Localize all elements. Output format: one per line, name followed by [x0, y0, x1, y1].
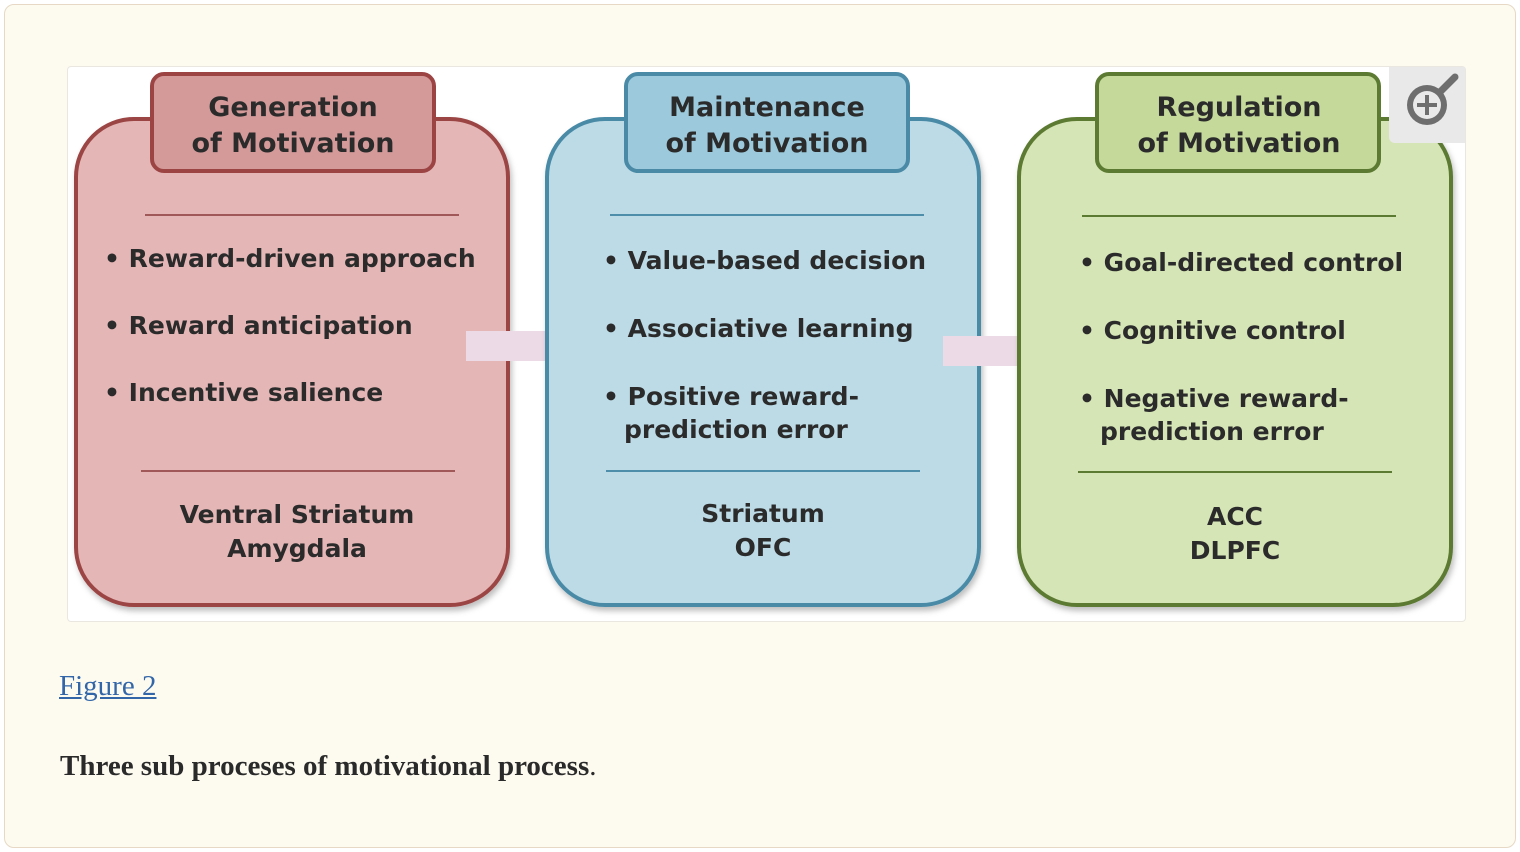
- list-item-continuation: prediction error: [624, 415, 848, 444]
- list-item: • Goal-directed control: [1079, 248, 1403, 277]
- region-label: Amygdala: [227, 534, 367, 563]
- arrow-right-icon: [466, 313, 588, 379]
- motivation-diagram: Generation of Motivation • Reward-driven…: [74, 72, 1453, 607]
- figure-image[interactable]: Generation of Motivation • Reward-driven…: [67, 66, 1466, 622]
- list-item-continuation: prediction error: [1100, 417, 1324, 446]
- regulation-box-body: [1017, 117, 1453, 607]
- zoom-button[interactable]: [1389, 67, 1465, 143]
- regulation-title-line1: Regulation: [1156, 92, 1321, 123]
- region-label: Striatum: [701, 499, 825, 528]
- zoom-in-icon: [1407, 73, 1459, 125]
- list-item: • Value-based decision: [603, 246, 926, 275]
- list-item: • Cognitive control: [1079, 316, 1346, 345]
- regulation-title-line2: of Motivation: [1137, 128, 1340, 159]
- maintenance-title-line1: Maintenance: [669, 92, 865, 123]
- region-label: Ventral Striatum: [180, 500, 415, 529]
- maintenance-box: Maintenance of Motivation • Value-based …: [545, 72, 981, 607]
- regulation-title-tab: [1095, 72, 1381, 173]
- list-item: • Reward-driven approach: [104, 244, 476, 273]
- generation-box-body: [74, 117, 510, 607]
- list-item: • Reward anticipation: [104, 311, 413, 340]
- generation-box: Generation of Motivation • Reward-driven…: [74, 72, 510, 607]
- regulation-box: Regulation of Motivation • Goal-directed…: [1017, 72, 1453, 607]
- arrow-right-icon: [943, 318, 1065, 384]
- generation-title-line2: of Motivation: [191, 128, 394, 159]
- list-item: • Negative reward-: [1079, 384, 1349, 413]
- region-label: OFC: [735, 533, 792, 562]
- list-item: • Associative learning: [603, 314, 914, 343]
- figure-caption: Three sub proceses of motivational proce…: [60, 750, 597, 783]
- figure-link[interactable]: Figure 2: [59, 670, 157, 702]
- maintenance-title-tab: [624, 72, 910, 173]
- caption-text: Three sub proceses of motivational proce…: [60, 750, 590, 782]
- caption-period: .: [589, 750, 597, 782]
- generation-title-tab: [150, 72, 436, 173]
- generation-title-line1: Generation: [208, 92, 377, 123]
- list-item: • Incentive salience: [104, 378, 383, 407]
- maintenance-title-line2: of Motivation: [665, 128, 868, 159]
- region-label: DLPFC: [1190, 536, 1280, 565]
- region-label: ACC: [1207, 502, 1263, 531]
- figure-panel: Generation of Motivation • Reward-driven…: [4, 4, 1516, 848]
- list-item: • Positive reward-: [603, 382, 859, 411]
